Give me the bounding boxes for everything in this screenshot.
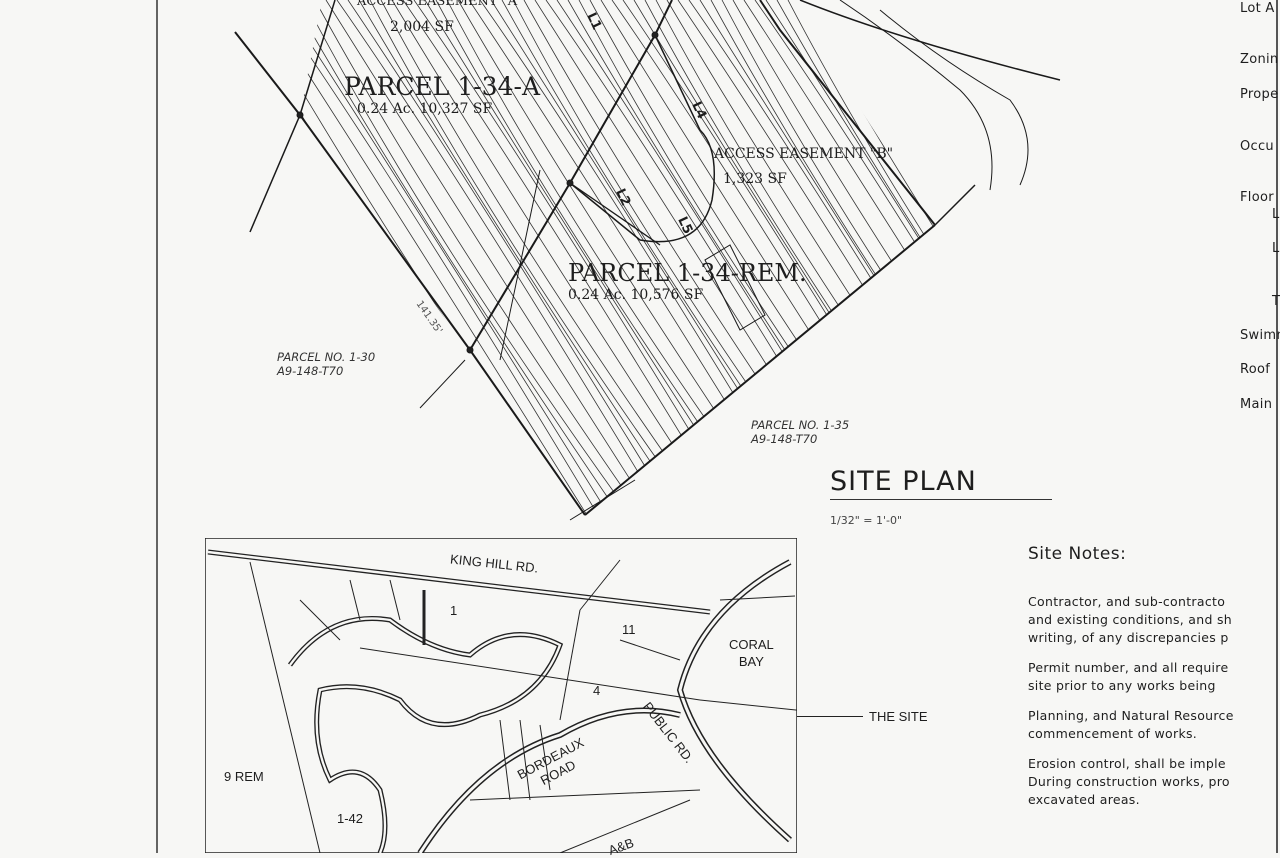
contour-line: [0, 0, 249, 520]
contour-line: [0, 0, 282, 520]
easement-a-area: 2,004 SF: [390, 19, 454, 35]
contour-line: [721, 0, 935, 515]
contour-line: [314, 0, 646, 515]
data-label-level-2: L: [1272, 241, 1280, 256]
data-label-floor: Floor: [1240, 190, 1274, 205]
parcel-a-area: 0.24 Ac. 10,327 SF: [357, 101, 493, 117]
contour-line: [300, 0, 327, 515]
contour-line: [0, 0, 260, 520]
contour-line: [300, 0, 349, 515]
contour-line: [688, 0, 935, 515]
contour-line: [413, 0, 745, 515]
contour-line: [0, 0, 150, 520]
contour-line: [300, 0, 338, 515]
parcel-a-name: PARCEL 1-34-A: [344, 72, 540, 101]
easement-b-label: ACCESS EASEMENT "B": [714, 146, 894, 162]
site-leader-line: [797, 716, 863, 717]
contour-line: [300, 0, 624, 515]
contour-line: [300, 0, 613, 515]
contour-line: [0, 0, 161, 520]
contour-line: [754, 0, 935, 515]
contour-line: [0, 0, 194, 520]
contour-line: [358, 0, 690, 515]
contour-line: [677, 0, 935, 515]
contour-line: [300, 0, 360, 515]
parcel-rem-name: PARCEL 1-34-REM.: [568, 259, 807, 287]
contour-line: [0, 0, 293, 520]
contour-line: [897, 0, 935, 515]
contour-line: [0, 0, 172, 520]
contour-line: [820, 0, 935, 515]
contour-line: [666, 0, 935, 515]
lot-1-label: 1: [450, 603, 458, 618]
contour-line: [325, 0, 657, 515]
data-label-total: T: [1272, 294, 1280, 309]
site-plan-title: SITE PLAN: [830, 466, 977, 497]
title-underline: [830, 499, 1052, 500]
data-label-roof: Roof: [1240, 362, 1271, 377]
contour-line: [765, 0, 935, 515]
site-notes-heading: Site Notes:: [1028, 544, 1127, 564]
lot-11-label: 11: [622, 622, 636, 637]
lot-4-label: 4: [593, 683, 601, 698]
contour-line: [347, 0, 679, 515]
data-label-level-1: L: [1272, 207, 1280, 222]
the-site-label: THE SITE: [869, 709, 928, 724]
scale-label: 1/32" = 1'-0": [830, 514, 903, 527]
parcel-rem-area: 0.24 Ac. 10,576 SF: [568, 287, 704, 303]
contour-line: [743, 0, 935, 515]
location-map: [205, 538, 797, 853]
contour-line: [300, 0, 371, 515]
contour-line: [300, 0, 305, 515]
contour-line: [391, 0, 723, 515]
easement-a-label: ACCESS EASEMENT "A": [357, 0, 524, 9]
contour-line: [908, 0, 935, 515]
contour-line: [831, 0, 935, 515]
contour-line: [875, 0, 935, 515]
contour-line: [0, 0, 271, 520]
data-label-swimming: Swimn: [1240, 328, 1280, 343]
lot-1-42-label: 1-42: [337, 811, 364, 826]
lot-9rem-label: 9 REM: [224, 769, 264, 784]
data-label-main: Main: [1240, 397, 1273, 412]
parcel-boundaries: [234, 0, 1061, 521]
contour-line: [300, 0, 382, 515]
contour-line: [699, 0, 935, 515]
data-label-property: Prope: [1240, 87, 1279, 102]
contour-line: [864, 0, 935, 515]
contour-line: [710, 0, 935, 515]
contour-line: [853, 0, 935, 515]
contour-line: [0, 0, 183, 520]
contour-line: [336, 0, 668, 515]
contour-line: [0, 0, 216, 520]
data-label-zoning: Zonin: [1240, 52, 1279, 67]
contour-line: [300, 0, 591, 515]
contour-line: [0, 0, 238, 520]
data-label-lot-area: Lot A: [1240, 1, 1275, 16]
contour-line: [0, 0, 205, 520]
contour-line: [402, 0, 734, 515]
contour-line: [303, 0, 635, 515]
easement-b-area: 1,323 SF: [723, 171, 787, 187]
contour-line: [0, 0, 227, 520]
contour-line: [300, 0, 393, 515]
contour-line: [380, 0, 712, 515]
contour-line: [369, 0, 701, 515]
data-label-occupancy: Occu: [1240, 139, 1274, 154]
contour-line: [732, 0, 935, 515]
